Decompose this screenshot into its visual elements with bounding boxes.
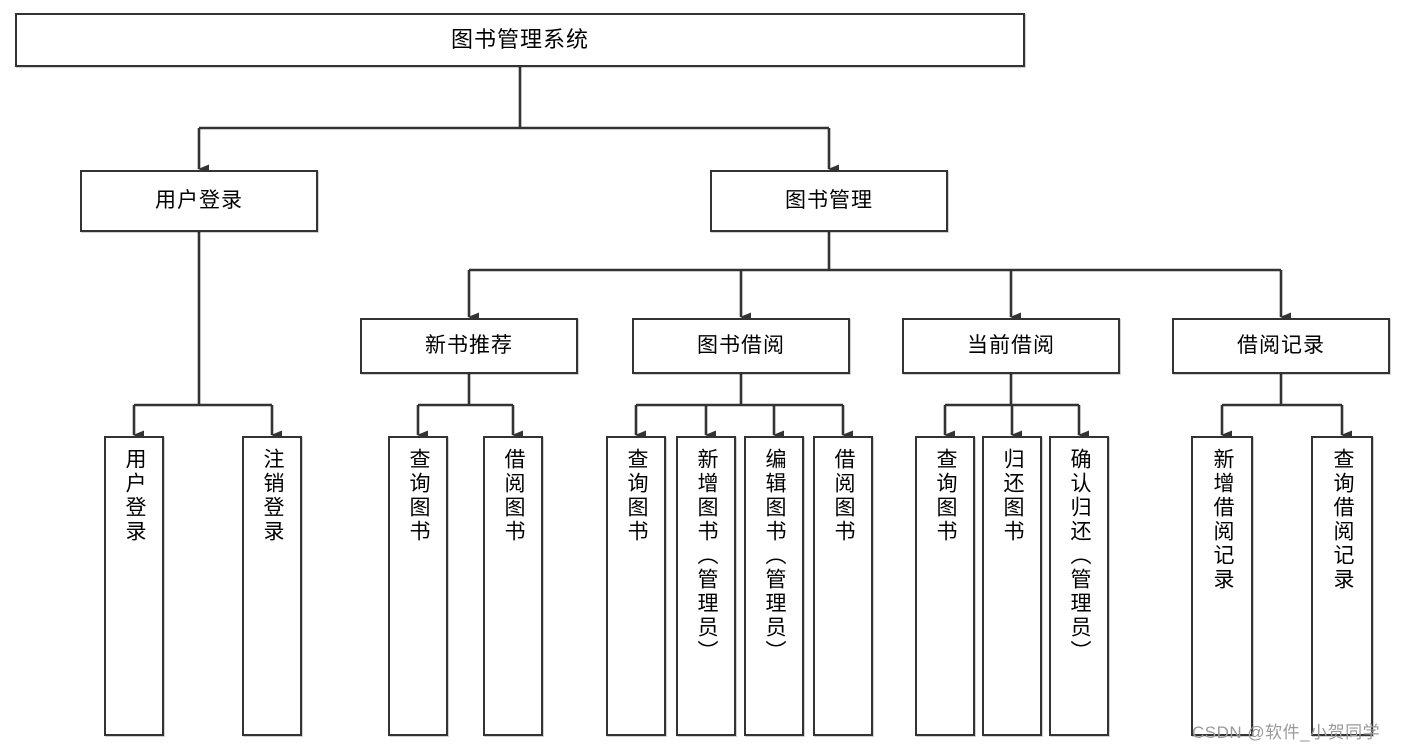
node-label: 当前借阅 (967, 334, 1055, 358)
node-label-vertical: 确认归还（管理员） (1068, 448, 1092, 664)
csdn-watermark: CSDN @软件_小贺同学 (1192, 723, 1381, 742)
node-label: 图书借阅 (697, 334, 785, 358)
node-new-book-recommend[interactable]: 新书推荐 (360, 318, 578, 374)
node-label-vertical: 查询图书 (625, 448, 649, 544)
node-leaf-query-borrow-record[interactable]: 查询借阅记录 (1311, 436, 1373, 736)
node-label-vertical: 借阅图书 (832, 448, 856, 544)
node-leaf-logout[interactable]: 注销登录 (242, 436, 302, 736)
node-leaf-add-book-admin[interactable]: 新增图书（管理员） (676, 436, 736, 736)
node-label: 用户登录 (155, 189, 243, 213)
node-leaf-query-book-borrow[interactable]: 查询图书 (606, 436, 666, 736)
node-user-login[interactable]: 用户登录 (80, 170, 318, 232)
node-leaf-query-book-rec[interactable]: 查询图书 (388, 436, 448, 736)
node-label: 新书推荐 (425, 334, 513, 358)
node-label-vertical: 编辑图书（管理员） (763, 448, 787, 664)
node-leaf-borrow-book[interactable]: 借阅图书 (813, 436, 873, 736)
node-label-vertical: 归还图书 (1001, 448, 1025, 544)
node-label-vertical: 新增图书（管理员） (695, 448, 719, 664)
node-borrow-record[interactable]: 借阅记录 (1172, 318, 1390, 374)
node-book-borrow[interactable]: 图书借阅 (632, 318, 850, 374)
node-leaf-user-login[interactable]: 用户登录 (104, 436, 164, 736)
node-leaf-confirm-return-admin[interactable]: 确认归还（管理员） (1049, 436, 1109, 736)
node-label-vertical: 用户登录 (123, 448, 147, 544)
node-label-vertical: 注销登录 (261, 448, 285, 544)
node-leaf-query-book-current[interactable]: 查询图书 (915, 436, 975, 736)
node-root[interactable]: 图书管理系统 (15, 13, 1025, 67)
node-leaf-return-book[interactable]: 归还图书 (982, 436, 1042, 736)
node-label: 借阅记录 (1237, 334, 1325, 358)
node-label-vertical: 查询图书 (934, 448, 958, 544)
node-leaf-edit-book-admin[interactable]: 编辑图书（管理员） (744, 436, 804, 736)
node-label: 图书管理 (785, 189, 873, 213)
node-label-vertical: 新增借阅记录 (1211, 448, 1235, 592)
node-label: 图书管理系统 (450, 26, 589, 52)
node-leaf-borrow-book-rec[interactable]: 借阅图书 (483, 436, 543, 736)
node-label-vertical: 借阅图书 (502, 448, 526, 544)
node-leaf-add-borrow-record[interactable]: 新增借阅记录 (1191, 436, 1253, 736)
node-label-vertical: 查询图书 (407, 448, 431, 544)
node-book-manage[interactable]: 图书管理 (710, 170, 948, 232)
node-label-vertical: 查询借阅记录 (1331, 448, 1355, 592)
node-current-borrow[interactable]: 当前借阅 (902, 318, 1120, 374)
